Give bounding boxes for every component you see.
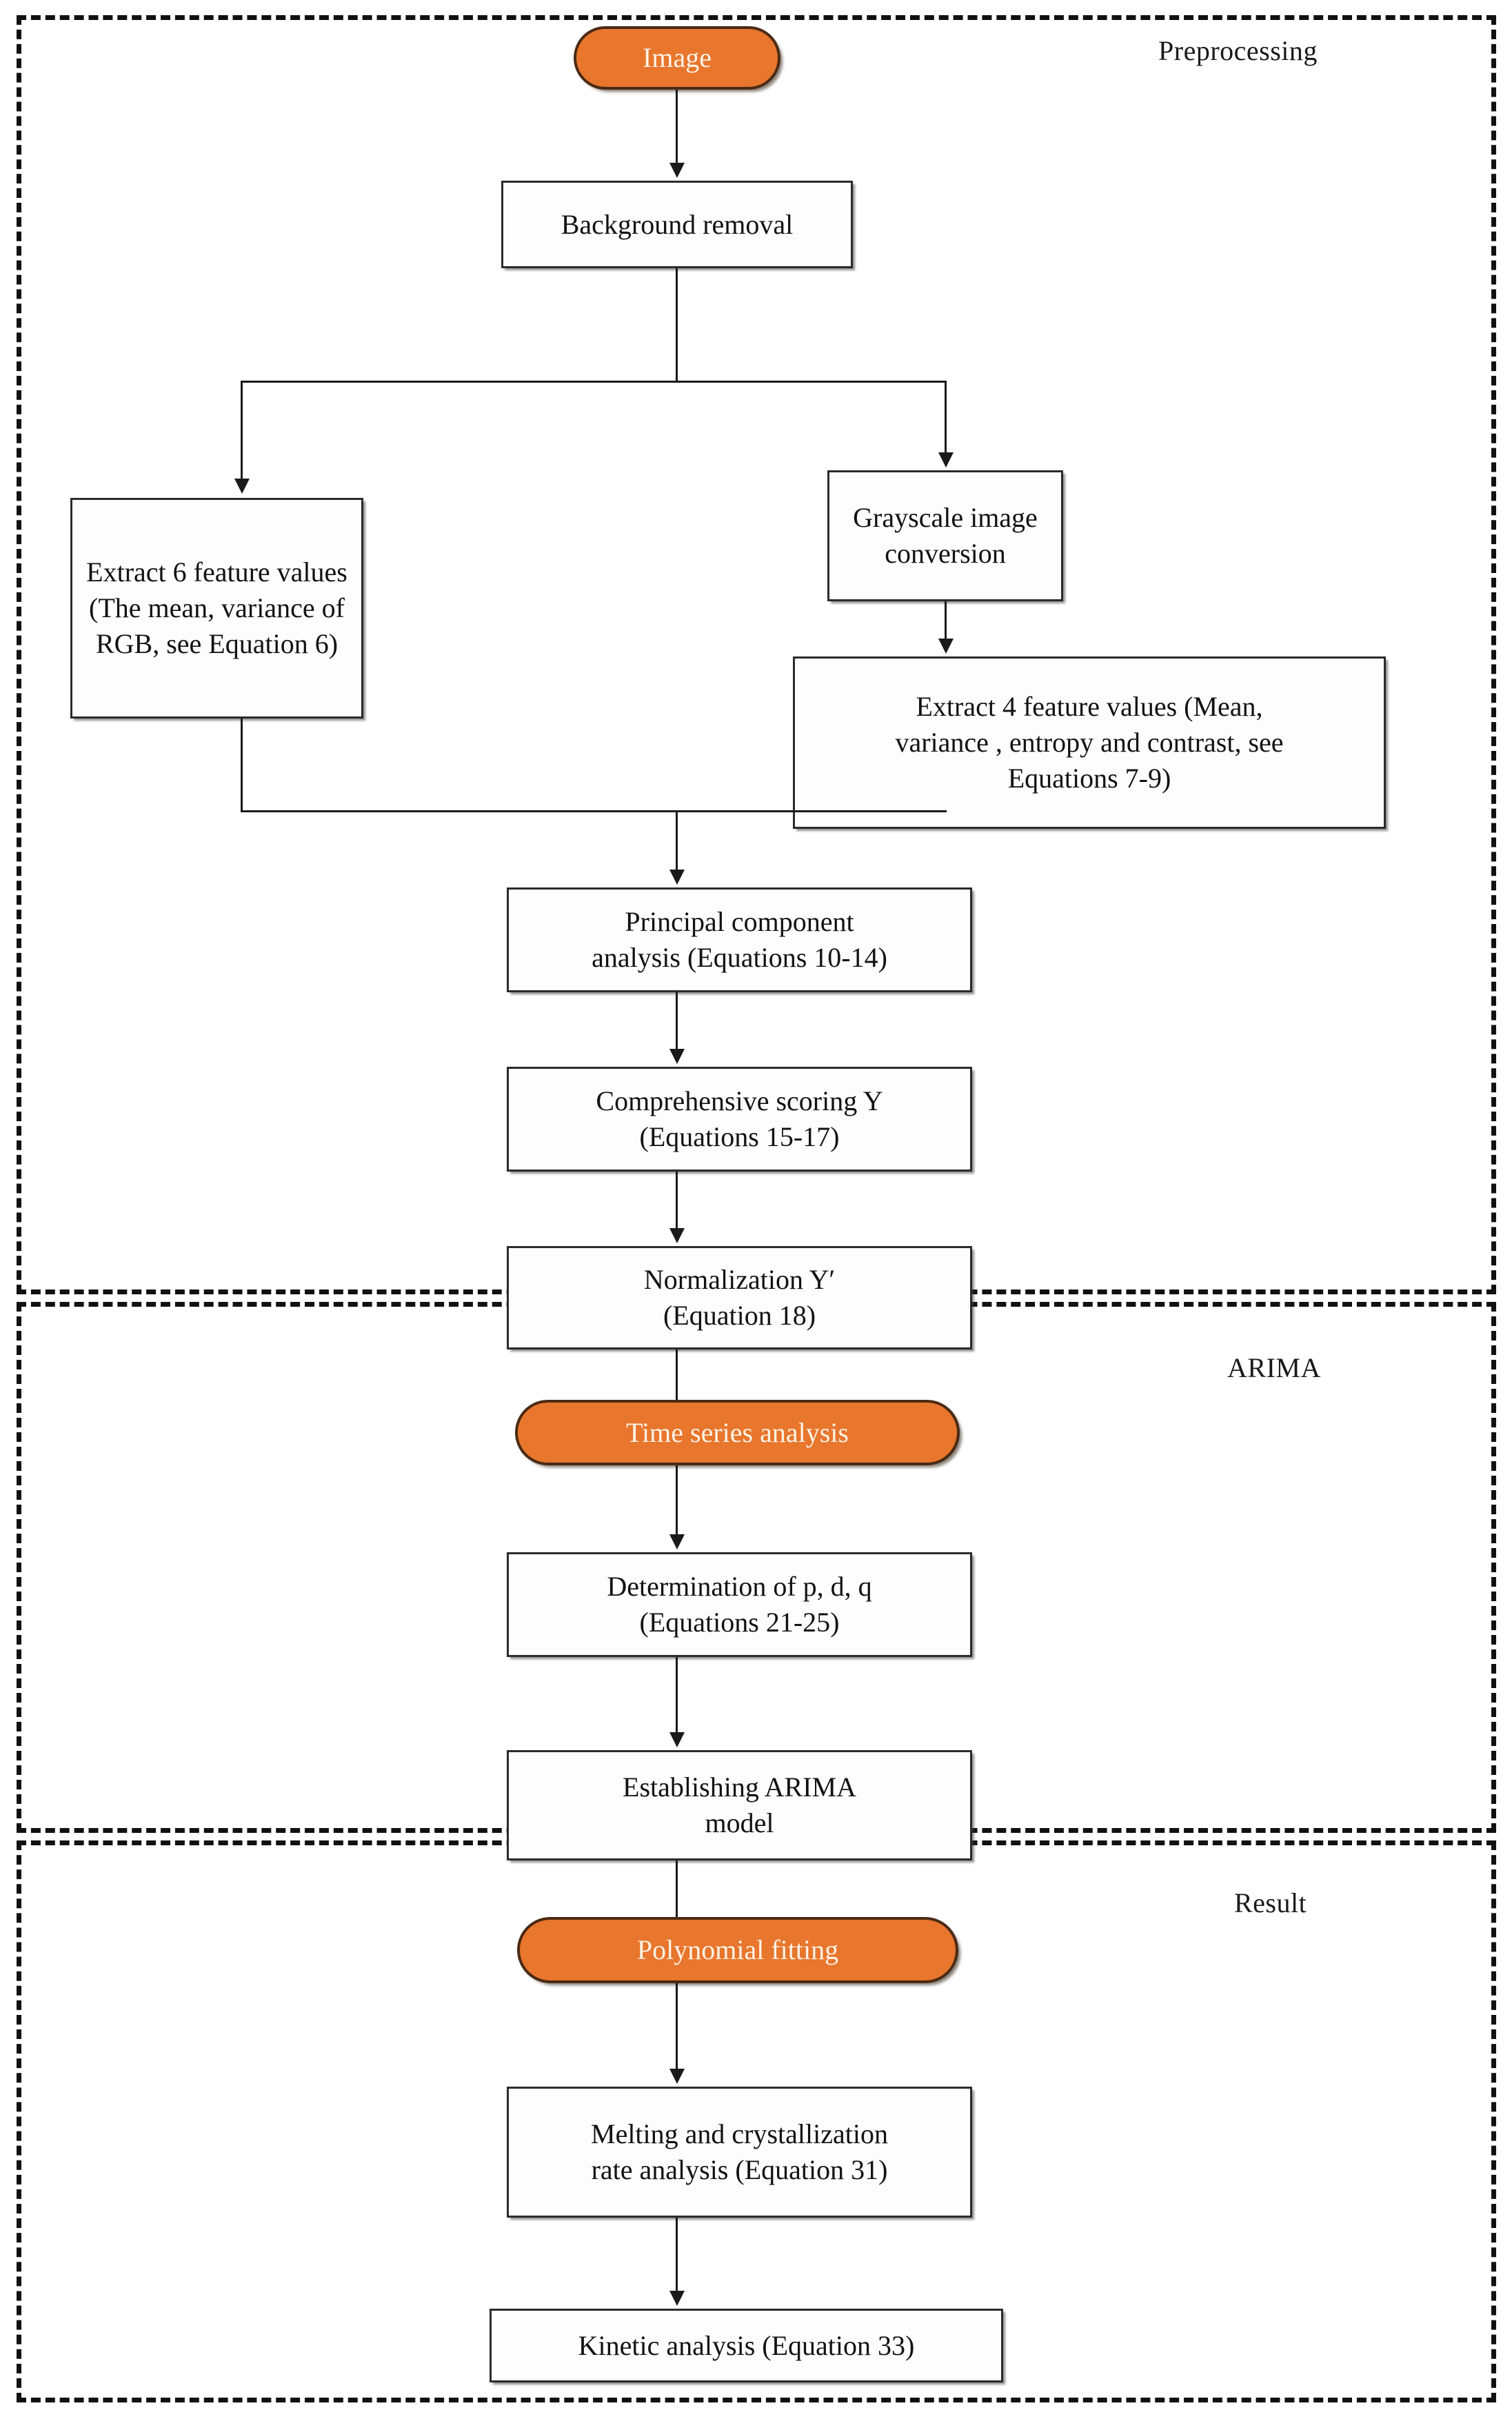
- node-normalization-label: Normalization Y′ (Equation 18): [643, 1264, 836, 1331]
- node-comprehensive-scoring-label: Comprehensive scoring Y (Equations 15-17…: [596, 1085, 883, 1152]
- connector-split-left-down: [241, 381, 243, 483]
- arrowhead-kinetic-analysis: [669, 2291, 685, 2306]
- node-kinetic-analysis-label: Kinetic analysis (Equation 33): [578, 2329, 915, 2361]
- node-image-label: Image: [643, 42, 712, 73]
- section-label-preprocessing: Preprocessing: [1158, 35, 1318, 66]
- node-background-removal[interactable]: Background removal: [501, 181, 853, 268]
- node-establishing-arima-model-label: Establishing ARIMA model: [623, 1771, 856, 1838]
- arrowhead-background-removal: [669, 163, 685, 178]
- node-extract-4-feature-values-label: Extract 4 feature values (Mean, variance…: [895, 691, 1284, 794]
- section-label-result: Result: [1234, 1887, 1307, 1918]
- arrowhead-extract6: [234, 479, 250, 494]
- connector-merge-to-pca: [676, 810, 678, 874]
- node-time-series-analysis[interactable]: Time series analysis: [515, 1400, 960, 1465]
- node-principal-component-analysis-label: Principal component analysis (Equations …: [592, 906, 887, 973]
- arrowhead-extract4: [938, 639, 954, 654]
- connector-extract6-down: [241, 719, 243, 811]
- node-extract-4-feature-values[interactable]: Extract 4 feature values (Mean, variance…: [793, 656, 1386, 829]
- node-grayscale-image-conversion-label: Grayscale image conversion: [853, 502, 1038, 569]
- connector-timeseries-to-pdq: [676, 1465, 678, 1538]
- connector-arima-to-polynomial: [676, 1860, 678, 1947]
- node-polynomial-fitting[interactable]: Polynomial fitting: [517, 1917, 958, 1983]
- connector-scoring-to-normalization: [676, 1172, 678, 1232]
- arrowhead-pca: [669, 870, 685, 885]
- arrowhead-comprehensive-scoring: [669, 1049, 685, 1064]
- connector-melting-to-kinetic: [676, 2218, 678, 2295]
- node-melting-crystallization-rate-label: Melting and crystallization rate analysi…: [591, 2118, 888, 2185]
- connector-pdq-to-arima-model: [676, 1657, 678, 1736]
- node-comprehensive-scoring[interactable]: Comprehensive scoring Y (Equations 15-17…: [507, 1067, 972, 1172]
- node-principal-component-analysis[interactable]: Principal component analysis (Equations …: [507, 887, 972, 992]
- node-image[interactable]: Image: [574, 26, 780, 90]
- node-extract-6-feature-values[interactable]: Extract 6 feature values (The mean, vari…: [70, 498, 363, 719]
- node-determination-pdq-label: Determination of p, d, q (Equations 21-2…: [607, 1571, 872, 1638]
- arrowhead-establishing-arima: [669, 1732, 685, 1747]
- connector-split-right-down: [945, 381, 947, 456]
- connector-image-to-background: [676, 90, 678, 167]
- node-background-removal-label: Background removal: [561, 208, 794, 240]
- arrowhead-normalization: [669, 1228, 685, 1243]
- connector-merge-bar: [241, 810, 947, 812]
- node-determination-pdq[interactable]: Determination of p, d, q (Equations 21-2…: [507, 1552, 972, 1657]
- arrowhead-melting-rate: [669, 2069, 685, 2084]
- connector-polynomial-to-melting: [676, 1983, 678, 2073]
- connector-normalization-to-timeseries: [676, 1349, 678, 1434]
- node-melting-crystallization-rate[interactable]: Melting and crystallization rate analysi…: [507, 2087, 972, 2218]
- arrowhead-determination-pdq: [669, 1534, 685, 1549]
- connector-background-to-split: [676, 268, 678, 383]
- connector-grayscale-to-extract4: [945, 601, 947, 643]
- connector-split-bar: [241, 381, 947, 383]
- connector-pca-to-scoring: [676, 992, 678, 1053]
- node-kinetic-analysis[interactable]: Kinetic analysis (Equation 33): [490, 2309, 1003, 2382]
- node-establishing-arima-model[interactable]: Establishing ARIMA model: [507, 1750, 972, 1860]
- arrowhead-grayscale: [938, 452, 954, 468]
- node-extract-6-feature-values-label: Extract 6 feature values (The mean, vari…: [86, 556, 347, 659]
- node-polynomial-fitting-label: Polynomial fitting: [636, 1934, 839, 1965]
- section-label-arima: ARIMA: [1227, 1352, 1321, 1383]
- node-grayscale-image-conversion[interactable]: Grayscale image conversion: [827, 470, 1063, 601]
- node-normalization[interactable]: Normalization Y′ (Equation 18): [507, 1246, 972, 1349]
- node-time-series-analysis-label: Time series analysis: [626, 1416, 849, 1448]
